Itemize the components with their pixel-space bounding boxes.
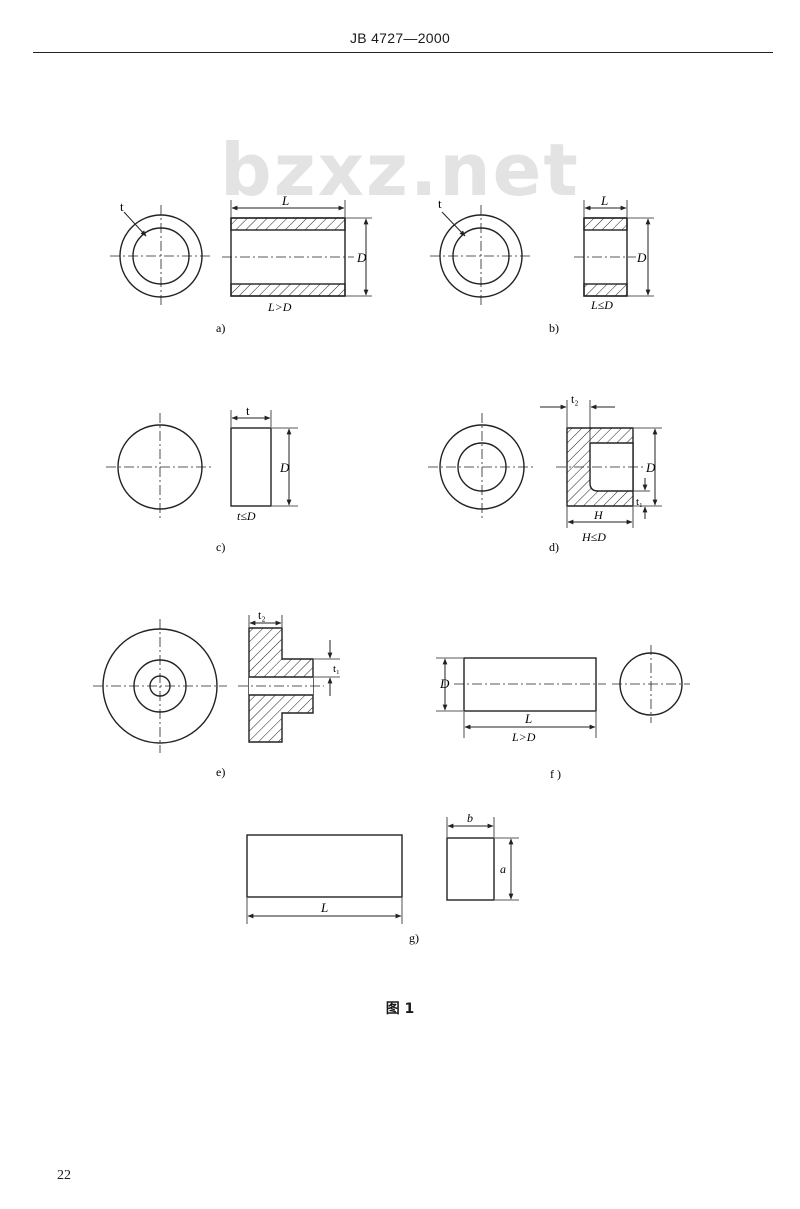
sublabel-g: g) [409, 931, 419, 945]
dim-D-d: D [645, 460, 656, 475]
page-number: 22 [57, 1168, 71, 1183]
standard-number: JB 4727—2000 [349, 30, 451, 46]
dim-D-b: D [636, 250, 647, 265]
sublabel-b: b) [549, 321, 559, 335]
figure-c [106, 410, 298, 521]
figure-g [246, 817, 519, 924]
dim-t1-e: t₁ [333, 663, 340, 675]
condition-c: t≤D [237, 509, 256, 523]
figure-b [430, 200, 654, 307]
dim-t-c: t [246, 403, 250, 418]
sublabel-a: a) [216, 321, 225, 335]
dim-L-b: L [600, 193, 608, 208]
sublabel-e: e) [216, 765, 225, 779]
dim-t2-e: t₂ [258, 608, 266, 622]
dim-L-g: L [320, 900, 328, 915]
dim-b-g: b [467, 811, 473, 825]
dim-D-a: D [356, 250, 367, 265]
figure-e [93, 615, 340, 753]
sublabel-f: f ) [550, 767, 561, 781]
dim-D-f: D [439, 676, 450, 691]
dim-H-d: H [593, 508, 604, 522]
figure-caption: 图 1 [385, 1001, 415, 1017]
dim-D-c: D [279, 460, 290, 475]
condition-a: L>D [267, 300, 292, 314]
header-rule [33, 52, 773, 53]
dim-L-a: L [281, 193, 289, 208]
sublabel-c: c) [216, 540, 225, 554]
dim-a-g: a [500, 862, 506, 876]
watermark: bzxz.net [220, 128, 580, 212]
dim-t2-d: t₂ [571, 392, 579, 406]
figure-d [428, 400, 662, 528]
dim-t1-d: t₁ [636, 496, 643, 508]
condition-f: L>D [511, 730, 536, 744]
sublabel-d: d) [549, 540, 559, 554]
condition-d: H≤D [581, 530, 606, 544]
figure-f [436, 645, 690, 738]
condition-b: L≤D [590, 298, 613, 312]
figure-a [110, 200, 372, 307]
dim-t-b: t [438, 196, 442, 211]
dim-L-f: L [524, 711, 532, 726]
dim-t-a: t [120, 199, 124, 214]
